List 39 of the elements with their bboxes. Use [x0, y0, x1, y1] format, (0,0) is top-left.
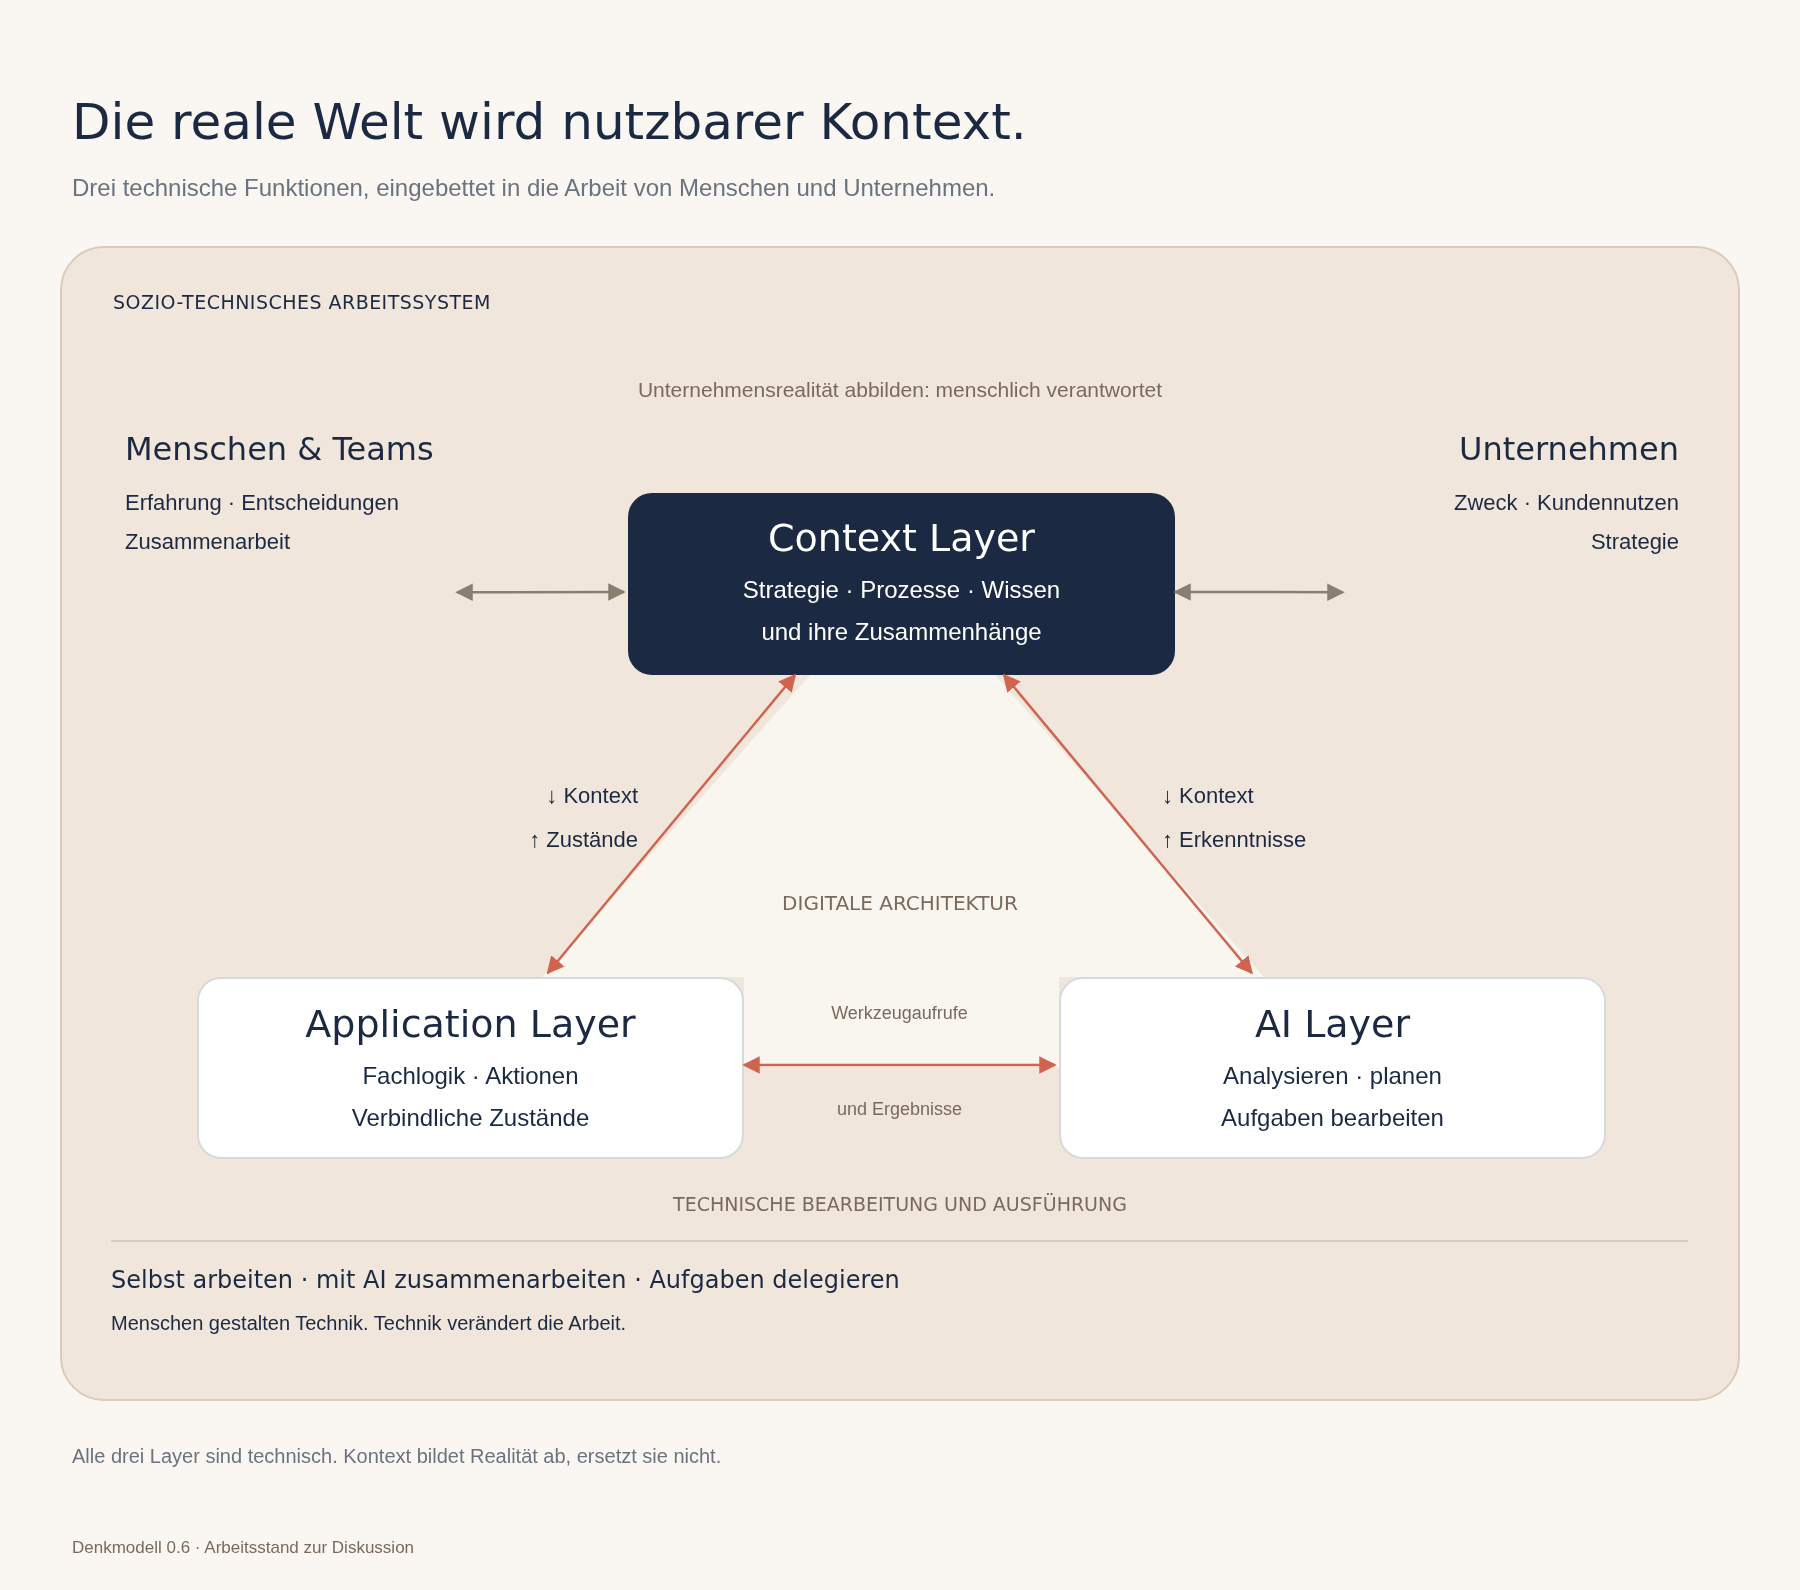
double-arrow — [1173, 583, 1345, 601]
text-label: ↓ Kontext — [546, 782, 638, 810]
group-detail: Zusammenarbeit — [125, 528, 292, 556]
group-detail: Strategie — [1589, 528, 1679, 556]
layer-detail: Strategie · Prozesse · Wissen — [742, 575, 1061, 605]
edge-label: Werkzeugaufrufe und Ergebnisse — [830, 1002, 969, 1122]
text-label: Alle drei Layer sind technisch. Kontext bildet Realität ab, ersetzt sie nicht. — [72, 1444, 722, 1469]
double-arrow — [546, 673, 797, 975]
layer-box — [1059, 977, 1606, 1159]
layer-box — [628, 493, 1175, 675]
text-label: ↑ Zustände — [529, 826, 638, 854]
system-panel — [60, 246, 1740, 1401]
group-detail: Erfahrung · Entscheidungen — [125, 489, 400, 517]
double-arrow — [455, 583, 626, 601]
panel-heading: SOZIO-TECHNISCHES ARBEITSSYSTEM — [113, 290, 491, 315]
group-heading: Menschen & Teams — [125, 429, 435, 469]
text-label: ↓ Kontext — [1162, 782, 1254, 810]
double-arrow — [1002, 673, 1253, 975]
layer-detail: und ihre Zusammenhänge — [761, 617, 1042, 647]
page-title: Die reale Welt wird nutzbarer Kontext. — [72, 92, 1027, 152]
text-label: Unternehmensrealität abbilden: menschlich verantwortet — [636, 377, 1164, 403]
layer-title: Application Layer — [305, 1001, 636, 1047]
layer-box — [197, 977, 744, 1159]
text-label: ↑ Erkenntnisse — [1162, 826, 1307, 854]
double-arrow — [742, 1056, 1057, 1074]
group-detail: Zweck · Kundennutzen — [1452, 489, 1679, 517]
layer-detail: Verbindliche Zustände — [351, 1103, 590, 1133]
layer-detail: Fachlogik · Aktionen — [362, 1061, 579, 1091]
text-label: Drei technische Funktionen, eingebettet in die Arbeit von Menschen und Unternehmen. — [72, 173, 996, 203]
layer-title: AI Layer — [1254, 1001, 1411, 1047]
text-label: Selbst arbeiten · mit AI zusammenarbeiten · Aufgaben delegieren — [111, 1265, 900, 1296]
layer-title: Context Layer — [768, 515, 1035, 561]
text-label: Denkmodell 0.6 · Arbeitsstand zur Diskussion — [72, 1537, 415, 1559]
group-heading: Unternehmen — [1458, 429, 1679, 469]
text-label: Menschen gestalten Technik. Technik verändert die Arbeit. — [111, 1311, 627, 1336]
text-label: TECHNISCHE BEARBEITUNG UND AUSFÜHRUNG — [672, 1192, 1128, 1217]
layer-detail: Aufgaben bearbeiten — [1221, 1103, 1444, 1133]
text-label: DIGITALE ARCHITEKTUR — [781, 890, 1019, 917]
layer-detail: Analysieren · planen — [1223, 1061, 1442, 1091]
